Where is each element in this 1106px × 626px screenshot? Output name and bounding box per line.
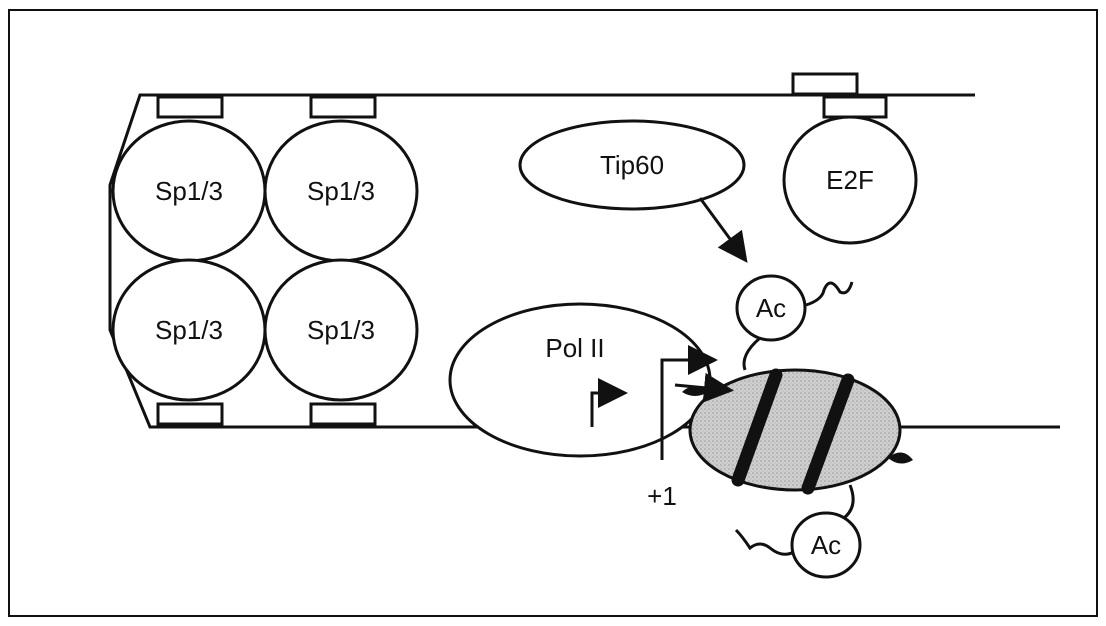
sp1-3-factor: Sp1/3 [113,260,265,400]
ac-label-top: Ac [756,293,786,323]
histone-tail [736,530,794,554]
pol-ii-complex: Pol II [450,304,710,456]
tip60-arrow [700,198,744,258]
sp1-3-label: Sp1/3 [155,315,223,345]
tip60-factor: Tip60 [520,121,744,209]
histone-tail [744,338,760,370]
binding-site-box [793,74,857,94]
e2f-factor: E2F [784,117,916,243]
binding-site-box [824,97,886,117]
tss-label: +1 [647,481,677,511]
sp1-3-factor: Sp1/3 [265,121,417,261]
binding-site-box [158,97,222,117]
sp1-3-factor: Sp1/3 [265,260,417,400]
acetyl-group: Ac [736,485,860,577]
sp1-3-label: Sp1/3 [307,315,375,345]
tip60-label: Tip60 [600,150,664,180]
e2f-label: E2F [826,165,874,195]
sp1-3-label: Sp1/3 [307,176,375,206]
binding-site-box [158,404,222,424]
binding-site-box [311,97,375,117]
histone-tail [806,282,852,305]
ac-label-bottom: Ac [811,530,841,560]
sp1-3-label: Sp1/3 [155,176,223,206]
pol-ii-label: Pol II [545,333,604,363]
sp1-3-factor: Sp1/3 [113,121,265,261]
acetyl-group: Ac [737,276,852,370]
binding-site-box [311,404,375,424]
